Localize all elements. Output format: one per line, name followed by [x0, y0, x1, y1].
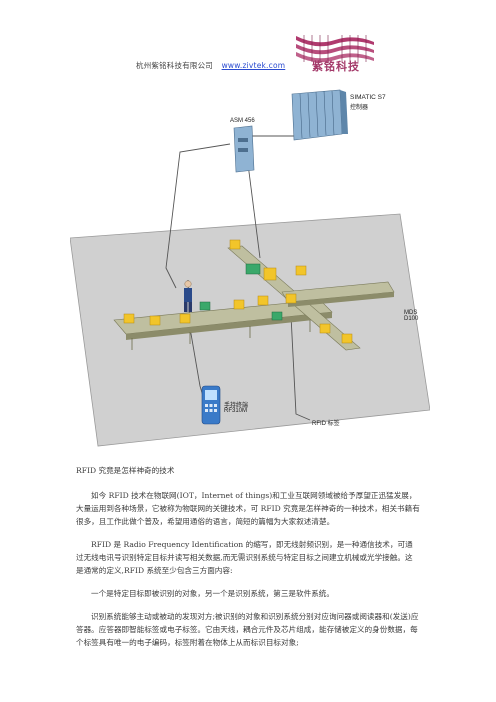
paragraph-4: 识别系统能够主动或被动的发现对方;被识别的对象和识别系统分别对应询问器或阅读器和…	[76, 612, 419, 647]
controller-label: 控制器	[350, 105, 369, 111]
paragraph-2: RFID 是 Radio Frequency Identification 的缩…	[76, 540, 413, 575]
simatic-label: SIMATIC S7	[350, 94, 386, 101]
worker-figure	[184, 280, 192, 312]
company-name: 杭州紫铭科技有限公司	[136, 61, 213, 70]
rfid-readers	[199, 263, 283, 321]
handheld-label-2: RF310M	[224, 408, 248, 414]
article-title: RFID 究竟是怎样神奇的技术	[76, 466, 175, 475]
article-body: RFID 究竟是怎样神奇的技术 如今 RFID 技术在物联网(IOT，Inter…	[76, 464, 420, 659]
mds-label: MDS D100	[404, 310, 419, 322]
asm-label: ASM 456	[230, 118, 255, 124]
simatic-s7-rack	[291, 89, 348, 141]
handheld-terminal	[201, 385, 221, 425]
bottom-label: RFID 标签	[312, 421, 340, 427]
company-url-link[interactable]: www.zivtek.com	[221, 61, 286, 70]
paragraph-3: 一个是特定目标即被识别的对象，另一个是识别系统，第三是软件系统。	[91, 589, 334, 598]
handheld-label-1: 手持终端	[224, 403, 249, 409]
diagram-svg	[69, 89, 431, 447]
page-header: 杭州紫铭科技有限公司 www.zivtek.com 紫铭科技	[0, 0, 496, 80]
paragraph-1: 如今 RFID 技术在物联网(IOT，Internet of things)和工…	[76, 491, 420, 526]
rfid-system-diagram: SIMATIC S7 控制器 ASM 456 MDS D100 手持终端 RF3…	[69, 88, 431, 456]
logo-text: 紫铭科技	[312, 60, 360, 73]
asm456-module	[233, 125, 255, 173]
product-boxes	[123, 239, 353, 344]
company-line: 杭州紫铭科技有限公司 www.zivtek.com	[136, 60, 285, 71]
company-logo	[296, 35, 374, 63]
